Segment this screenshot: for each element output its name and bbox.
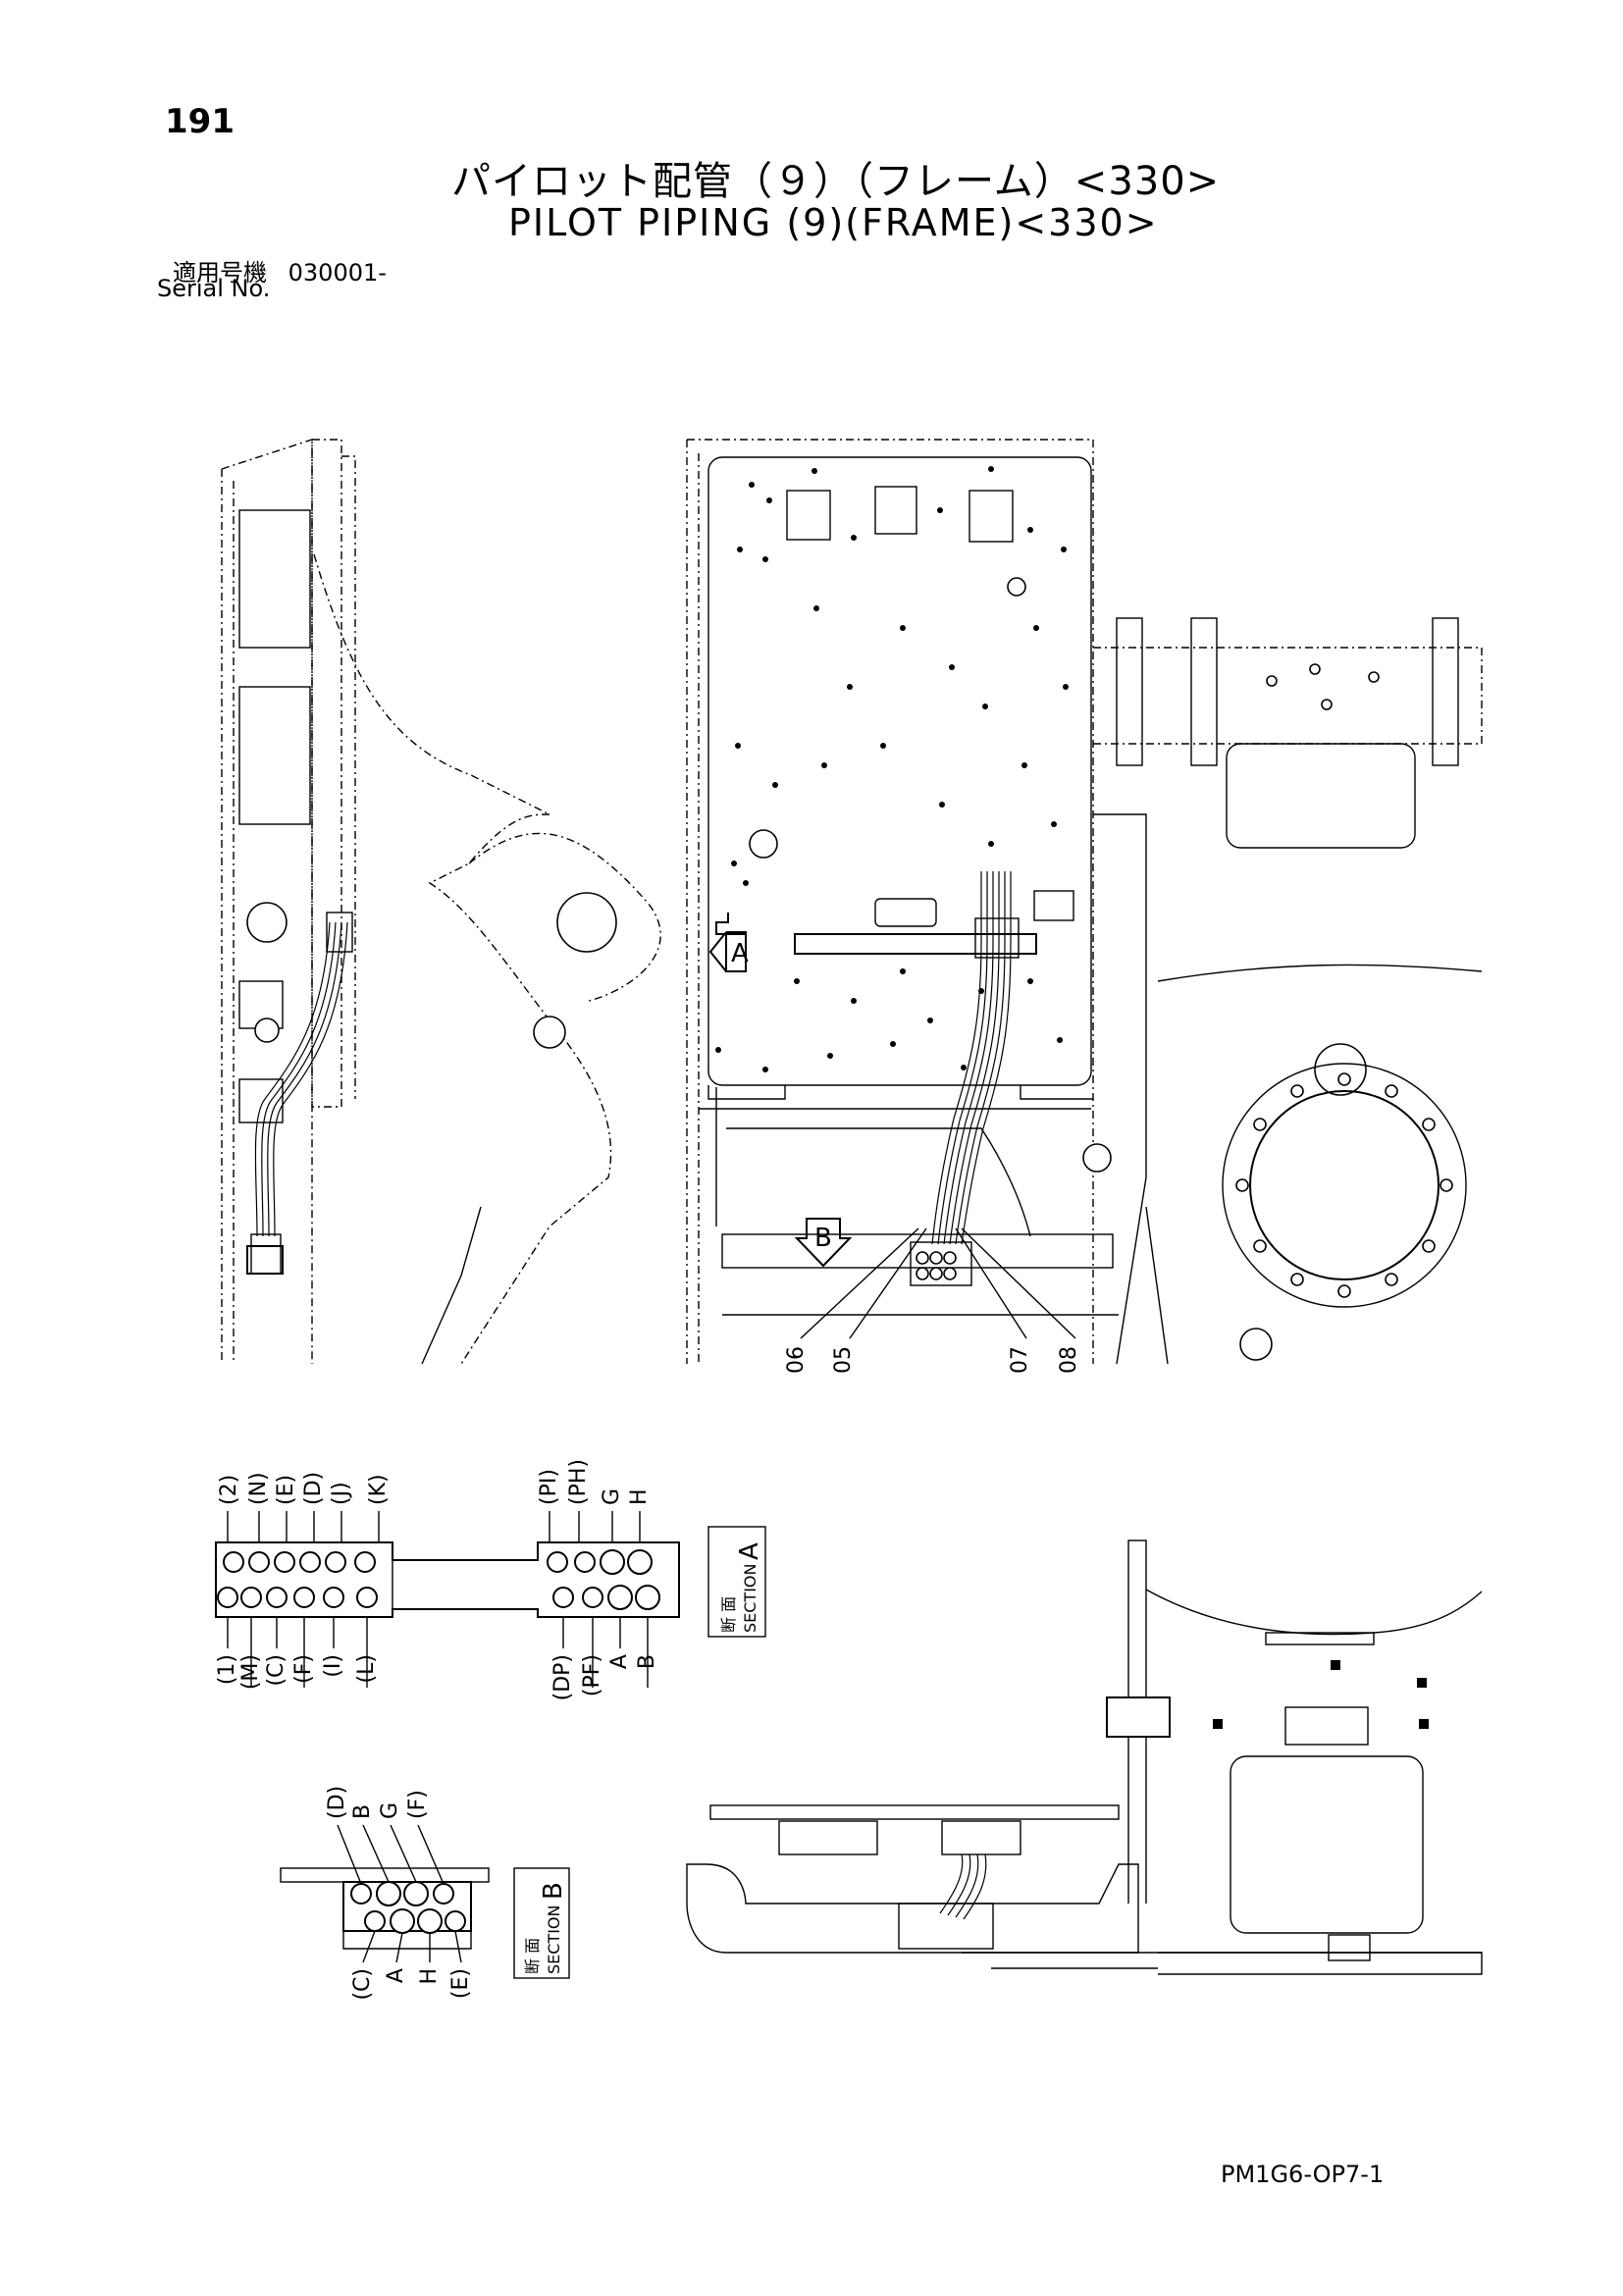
- section-a-bottom-label-4: (I): [321, 1654, 345, 1678]
- section-a-bottom-label-2: (C): [264, 1654, 288, 1687]
- callout-07: 07: [1008, 1346, 1032, 1374]
- view-marker-b: B: [814, 1224, 832, 1253]
- section-b-bottom-label-2: H: [417, 1968, 442, 1985]
- section-b-top-label-3: (F): [405, 1790, 430, 1819]
- section-b-top-label-1: B: [350, 1804, 375, 1819]
- section-a-bottom-label-6: (DP): [550, 1654, 575, 1700]
- section-a-top-label-1: (N): [246, 1472, 271, 1505]
- section-a-top-label-4: (J): [329, 1482, 353, 1505]
- side-view-drawing: [221, 439, 661, 1365]
- serial-label-english: Serial No.: [157, 275, 271, 302]
- section-a-bottom-label-9: B: [635, 1654, 659, 1669]
- section-a-top-label-2: (E): [274, 1475, 298, 1505]
- section-a-top-label-7: (PH): [566, 1459, 591, 1505]
- serial-applicability: 適用号機 030001-: [173, 253, 387, 287]
- page-title-english: PILOT PIPING (9)(FRAME)<330>: [508, 201, 1159, 244]
- section-a-caption-japanese: 断 面: [719, 1596, 738, 1633]
- callout-05: 05: [831, 1346, 856, 1374]
- plan-view-drawing: [686, 439, 1483, 1365]
- section-a-top-label-6: (PI): [537, 1469, 561, 1505]
- section-b-caption-japanese: 断 面: [523, 1938, 542, 1974]
- section-a-bottom-label-5: (L): [354, 1654, 379, 1683]
- page-title-japanese: パイロット配管（９）（フレーム）<330>: [451, 159, 1221, 204]
- section-a-top-label-8: G: [600, 1488, 624, 1505]
- section-b-top-label-2: G: [378, 1802, 402, 1819]
- document-code: PM1G6-OP7-1: [1221, 2161, 1385, 2188]
- section-b-detail: [280, 1824, 570, 1979]
- section-a-detail: [215, 1511, 766, 1688]
- page-number: 191: [165, 102, 235, 141]
- callout-08: 08: [1057, 1346, 1081, 1374]
- section-a-bottom-label-1: (M): [238, 1654, 263, 1690]
- section-a-top-label-3: (D): [301, 1472, 326, 1505]
- serial-value: 030001-: [288, 259, 387, 287]
- section-b-bottom-label-0: (C): [350, 1968, 375, 2001]
- view-marker-a: A: [731, 939, 749, 968]
- serial-label-japanese: 適用号機: [173, 259, 267, 287]
- section-a-top-label-5: (K): [366, 1474, 391, 1505]
- section-b-letter: B: [539, 1882, 568, 1900]
- section-a-ports: [217, 1549, 660, 1610]
- section-a-top-label-9: H: [627, 1488, 652, 1505]
- section-a-bottom-label-7: (PF): [580, 1654, 604, 1696]
- section-b-bottom-label-3: (E): [448, 1968, 473, 1999]
- front-elevation-drawing: [686, 1539, 1483, 1975]
- section-a-bottom-label-3: (F): [291, 1654, 316, 1684]
- section-a-top-label-0: (2): [217, 1475, 241, 1505]
- section-b-top-label-0: (D): [325, 1786, 349, 1819]
- section-b-caption-english: SECTION: [545, 1905, 563, 1975]
- callout-06: 06: [784, 1346, 809, 1374]
- section-b-bottom-label-1: A: [384, 1968, 408, 1983]
- section-a-bottom-label-0: (1): [215, 1654, 239, 1685]
- section-a-bottom-label-8: A: [607, 1654, 632, 1669]
- section-a-caption-english: SECTION: [741, 1564, 759, 1634]
- section-a-letter: A: [735, 1542, 764, 1560]
